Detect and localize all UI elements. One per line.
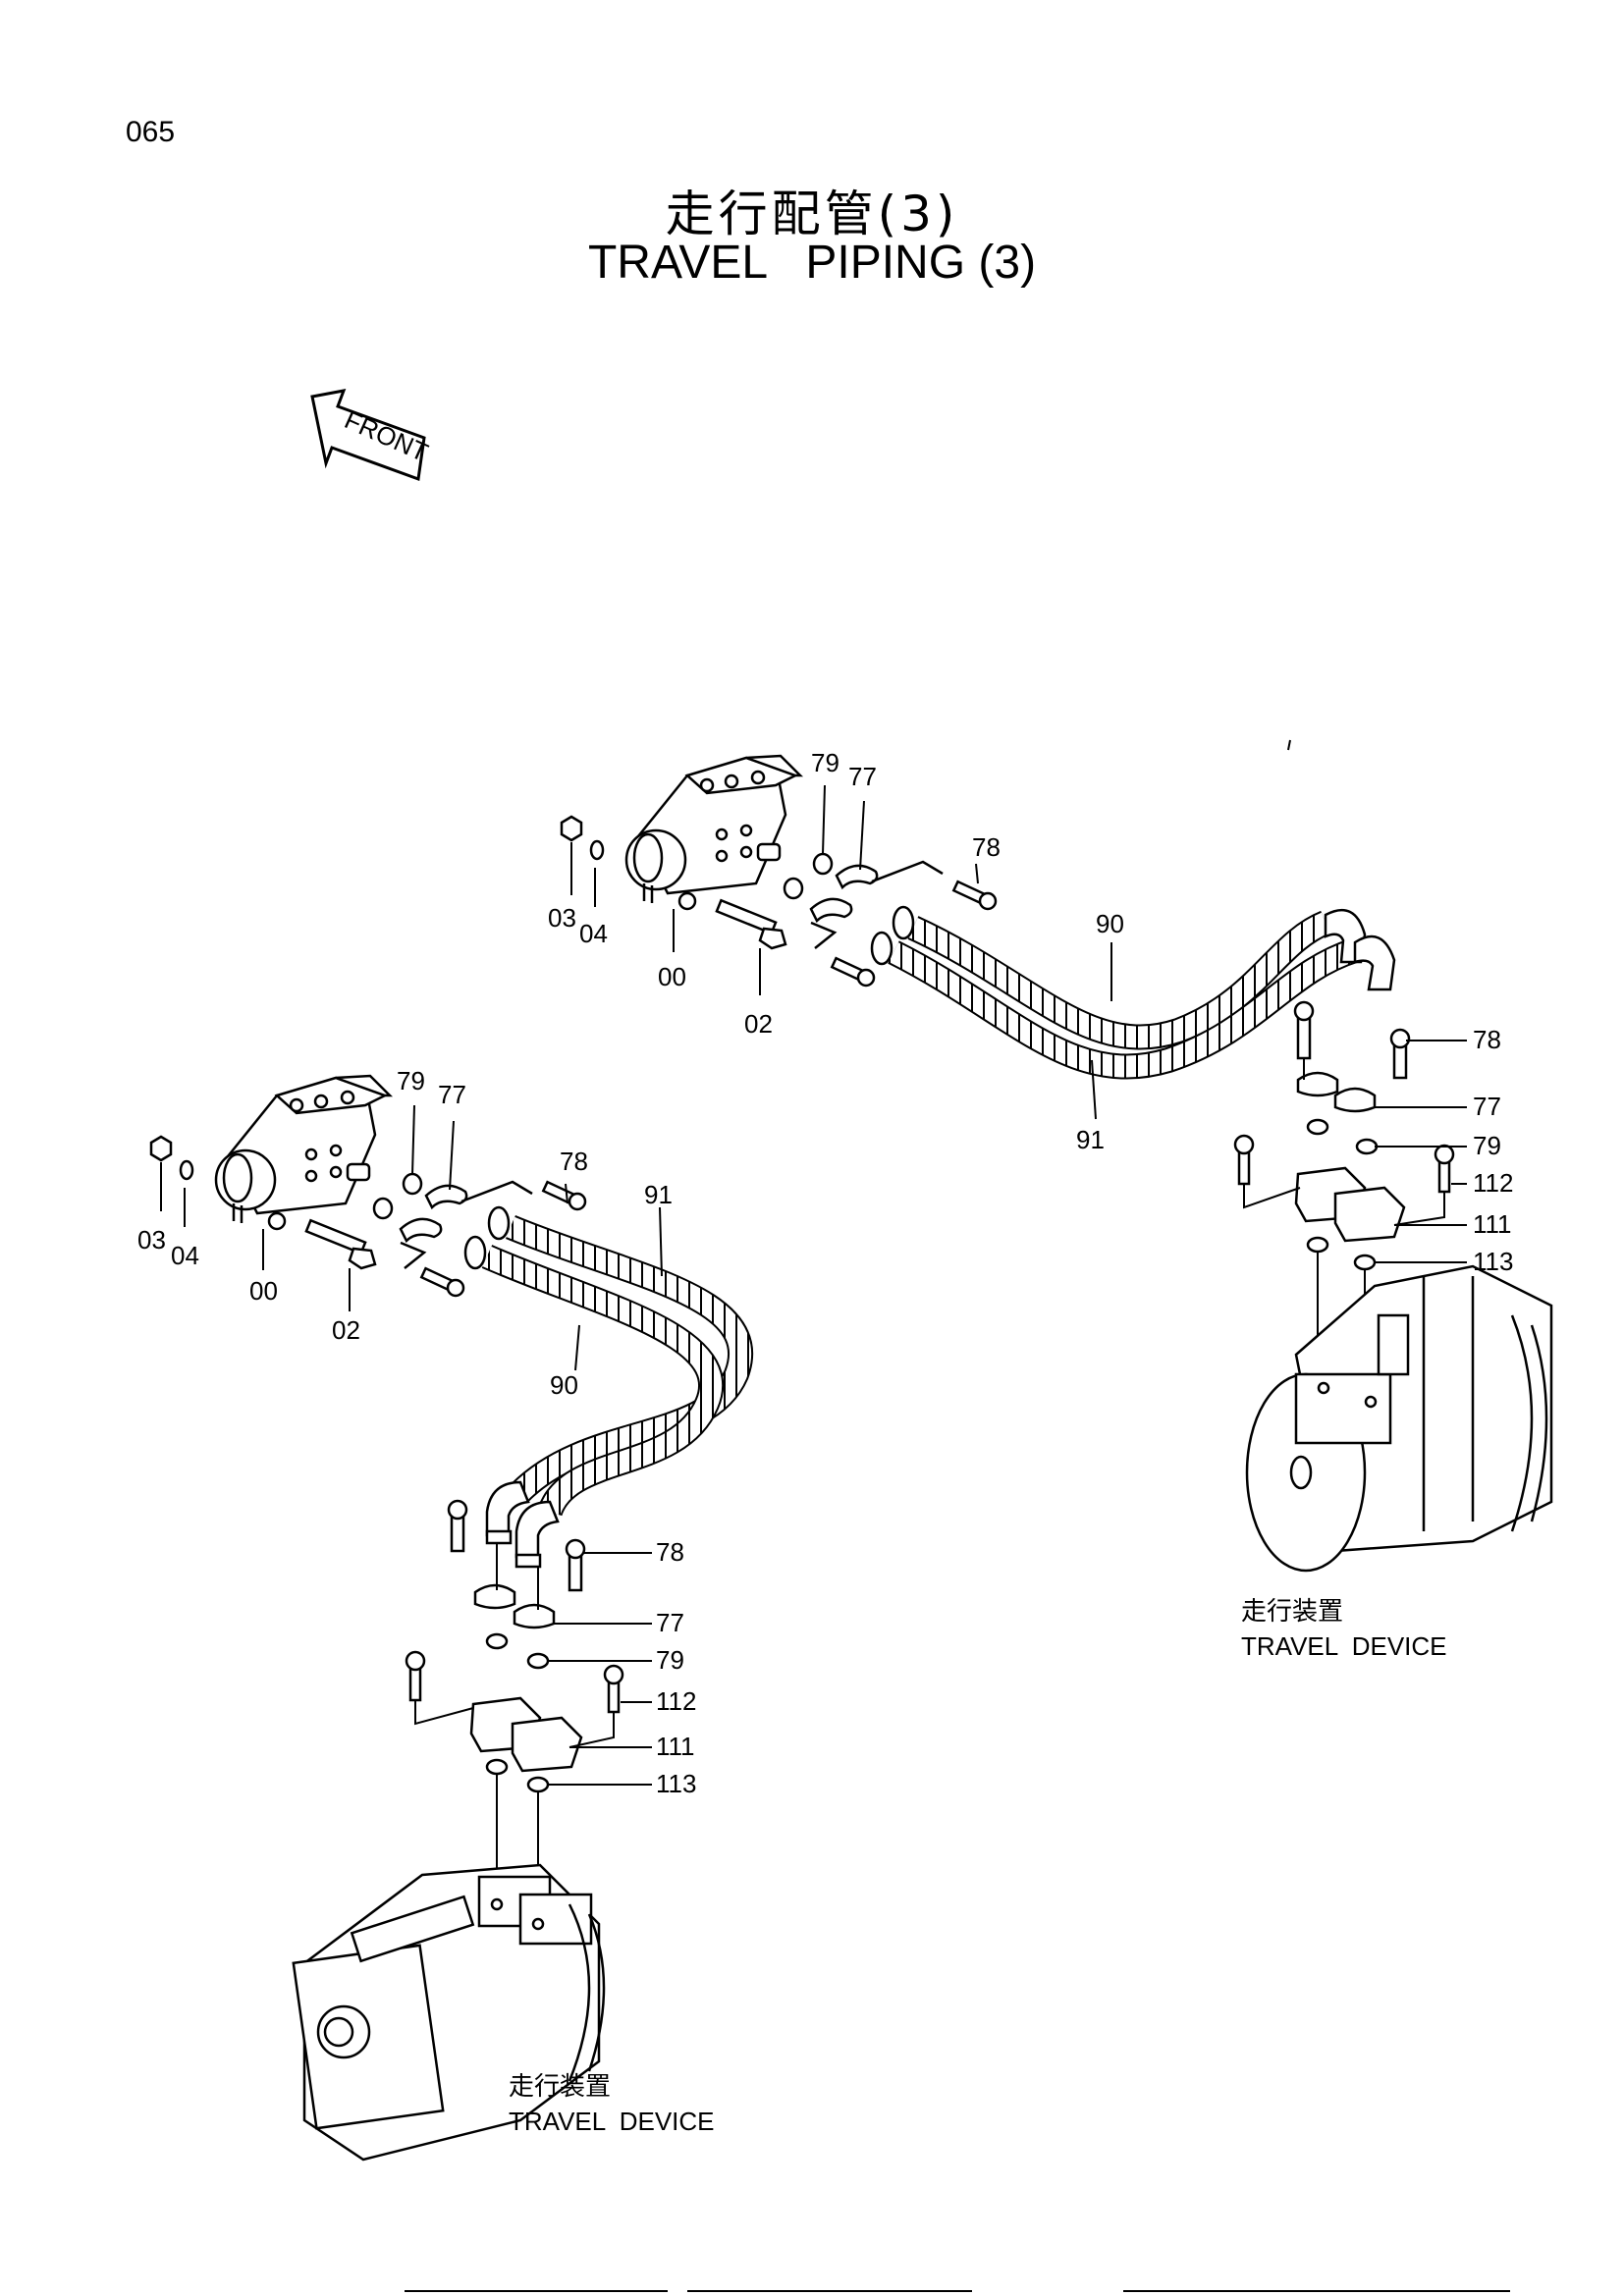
device-caption-en-upper: TRAVEL DEVICE (1241, 1631, 1447, 1661)
upper-nut (560, 815, 583, 842)
upper-washer (589, 839, 605, 861)
lower-hoses (481, 1214, 754, 1518)
label-90: 90 (1096, 909, 1124, 938)
upper-valve-block (624, 754, 804, 911)
upper-hoses (888, 910, 1360, 1080)
page-title-chinese: 走行配管(3) (665, 186, 959, 242)
device-caption-en-lower: TRAVEL DEVICE (509, 2107, 715, 2136)
label-112-lower: 112 (656, 1686, 696, 1716)
label-113: 113 (1473, 1247, 1513, 1276)
label-03-lower: 03 (137, 1225, 166, 1255)
label-78-lower: 78 (560, 1147, 588, 1176)
label-03: 03 (548, 903, 576, 933)
upper-split-flange (809, 860, 944, 949)
label-77-lower: 77 (438, 1080, 466, 1109)
upper-travel-device (1245, 1264, 1553, 1573)
label-91-lower: 91 (644, 1180, 673, 1209)
label-02-lower: 02 (332, 1315, 360, 1345)
label-00: 00 (658, 962, 686, 991)
label-04-lower: 04 (171, 1241, 199, 1270)
label-78-right: 78 (1473, 1025, 1501, 1054)
label-04: 04 (579, 919, 608, 948)
label-91: 91 (1076, 1125, 1105, 1154)
page-number: 065 (126, 116, 176, 148)
label-78-lower-right: 78 (656, 1537, 684, 1567)
label-113-lower: 113 (656, 1769, 696, 1798)
lower-travel-device (292, 1863, 606, 2162)
device-caption-cn-upper: 走行装置 (1241, 1597, 1343, 1627)
label-79: 79 (811, 748, 839, 777)
device-caption-cn-lower: 走行装置 (509, 2072, 611, 2102)
upper-bolt (715, 898, 787, 950)
label-112: 112 (1473, 1168, 1513, 1198)
upper-lower-fittings (1233, 1000, 1455, 1271)
label-111-lower: 111 (656, 1732, 695, 1761)
label-90-lower: 90 (550, 1370, 578, 1400)
label-77-right: 77 (1473, 1092, 1501, 1121)
label-111: 111 (1473, 1209, 1512, 1239)
upper-flange-bolts (830, 880, 998, 988)
label-79-right: 79 (1473, 1131, 1501, 1160)
lower-valve-block (214, 1074, 394, 1231)
label-77: 77 (848, 762, 877, 791)
front-arrow: FRONT (310, 389, 433, 482)
upper-assembly: 79 77 78 03 04 00 02 90 91 78 77 79 112 … (548, 748, 1553, 1661)
lower-assembly: 79 77 78 03 04 00 02 91 90 78 77 79 112 … (137, 1066, 754, 2162)
label-78: 78 (972, 832, 1001, 862)
label-02: 02 (744, 1009, 773, 1039)
label-77-lower-right: 77 (656, 1608, 684, 1637)
page-title-english: TRAVEL PIPING (3) (587, 237, 1037, 289)
label-00-lower: 00 (249, 1276, 278, 1306)
label-79-lower-right: 79 (656, 1645, 684, 1675)
label-79-lower: 79 (397, 1066, 425, 1095)
